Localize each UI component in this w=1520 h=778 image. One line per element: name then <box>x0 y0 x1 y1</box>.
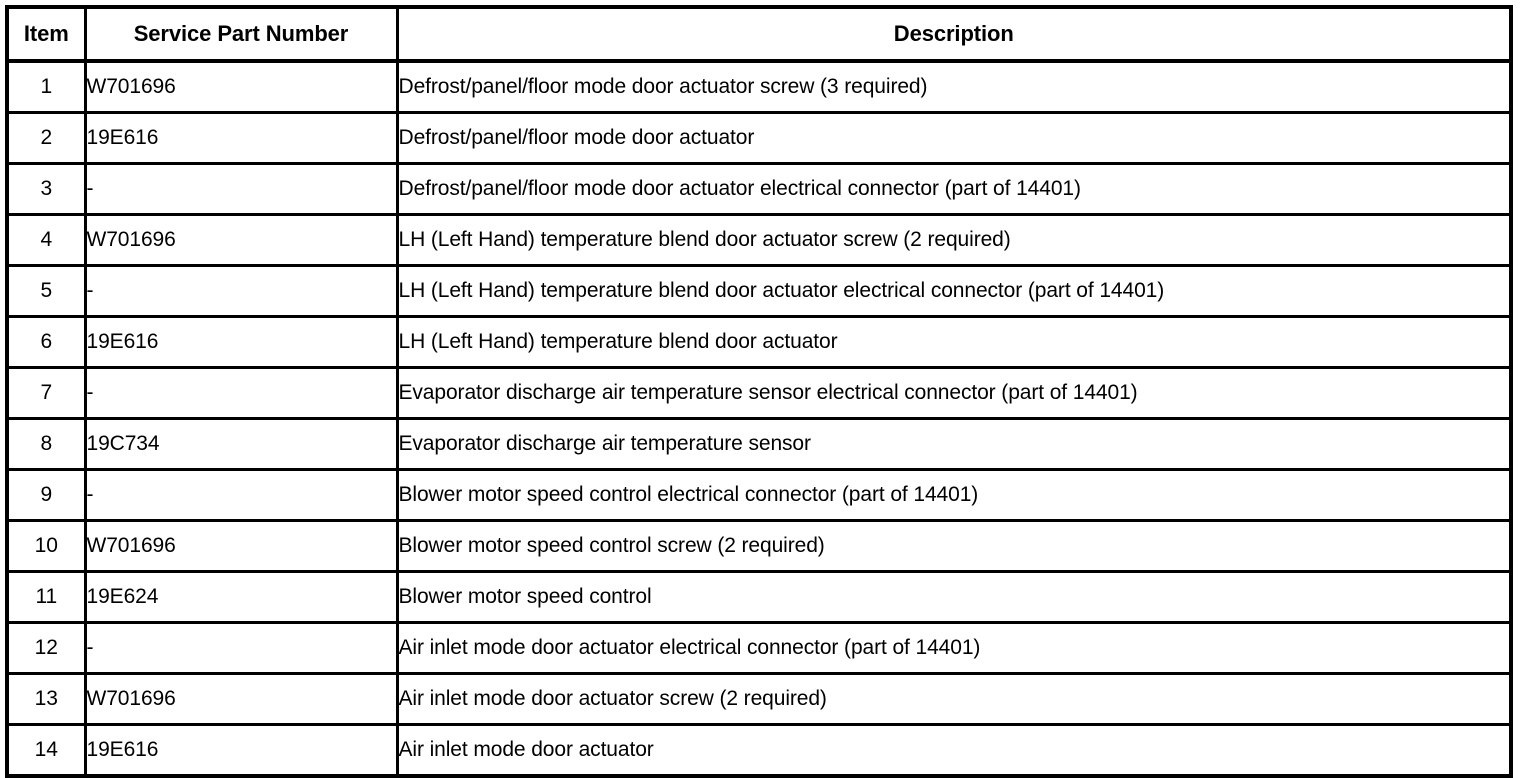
cell-description: Blower motor speed control <box>395 570 1511 624</box>
cell-item: 1 <box>7 59 87 114</box>
cell-service-part-number: 19E616 <box>83 111 399 165</box>
cell-service-part-number: - <box>83 468 399 522</box>
cell-description: Evaporator discharge air temperature sen… <box>395 366 1511 420</box>
cell-item: 3 <box>7 162 87 216</box>
cell-item: 2 <box>7 111 87 165</box>
cell-description: LH (Left Hand) temperature blend door ac… <box>395 213 1511 267</box>
cell-item: 8 <box>7 417 87 471</box>
cell-item: 11 <box>7 570 87 624</box>
cell-service-part-number: W701696 <box>83 59 399 114</box>
cell-service-part-number: 19E624 <box>83 570 399 624</box>
cell-service-part-number: 19C734 <box>83 417 399 471</box>
cell-item: 12 <box>7 621 87 675</box>
cell-service-part-number: W701696 <box>83 672 399 726</box>
cell-item: 13 <box>7 672 87 726</box>
table-header-row: Item Service Part Number Description <box>7 7 1511 63</box>
cell-service-part-number: 19E616 <box>83 315 399 369</box>
table-row: 12-Air inlet mode door actuator electric… <box>7 621 1511 675</box>
cell-item: 9 <box>7 468 87 522</box>
table-row: 3-Defrost/panel/floor mode door actuator… <box>7 162 1511 216</box>
cell-service-part-number: 19E616 <box>83 723 399 776</box>
cell-item: 6 <box>7 315 87 369</box>
cell-description: LH (Left Hand) temperature blend door ac… <box>395 264 1511 318</box>
cell-description: Blower motor speed control electrical co… <box>395 468 1511 522</box>
cell-description: Blower motor speed control screw (2 requ… <box>395 519 1511 573</box>
cell-service-part-number: - <box>83 366 399 420</box>
cell-service-part-number: - <box>83 264 399 318</box>
cell-description: Evaporator discharge air temperature sen… <box>395 417 1511 471</box>
cell-service-part-number: W701696 <box>83 519 399 573</box>
cell-description: Defrost/panel/floor mode door actuator <box>395 111 1511 165</box>
cell-service-part-number: - <box>83 621 399 675</box>
cell-description: Defrost/panel/floor mode door actuator s… <box>395 59 1511 114</box>
column-header-description: Description <box>395 7 1511 63</box>
cell-description: LH (Left Hand) temperature blend door ac… <box>395 315 1511 369</box>
cell-description: Air inlet mode door actuator <box>395 723 1511 776</box>
table-row: 7-Evaporator discharge air temperature s… <box>7 366 1511 420</box>
cell-service-part-number: W701696 <box>83 213 399 267</box>
column-header-item: Item <box>7 7 87 63</box>
cell-item: 14 <box>7 723 87 776</box>
cell-item: 4 <box>7 213 87 267</box>
cell-item: 5 <box>7 264 87 318</box>
table-row: 5-LH (Left Hand) temperature blend door … <box>7 264 1511 318</box>
cell-description: Defrost/panel/floor mode door actuator e… <box>395 162 1511 216</box>
cell-description: Air inlet mode door actuator electrical … <box>395 621 1511 675</box>
cell-description: Air inlet mode door actuator screw (2 re… <box>395 672 1511 726</box>
table-header: Item Service Part Number Description <box>7 7 1511 63</box>
cell-item: 10 <box>7 519 87 573</box>
table-row: 9-Blower motor speed control electrical … <box>7 468 1511 522</box>
cell-item: 7 <box>7 366 87 420</box>
cell-service-part-number: - <box>83 162 399 216</box>
column-header-service-part-number: Service Part Number <box>83 7 399 63</box>
